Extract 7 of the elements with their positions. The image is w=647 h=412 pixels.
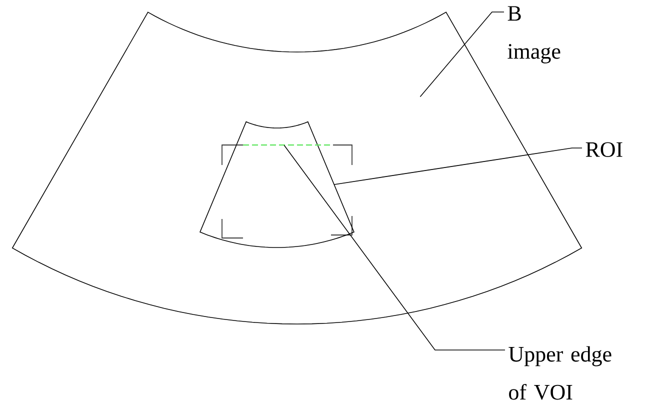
callout-label: ROI (586, 142, 622, 157)
leader-line (334, 148, 582, 185)
leader-line (284, 144, 506, 350)
upper-edge-line (243, 144, 333, 146)
leader-line (420, 12, 504, 98)
callout-label: Upper edge of VOI (508, 346, 612, 400)
callout-label: B image (508, 6, 560, 64)
